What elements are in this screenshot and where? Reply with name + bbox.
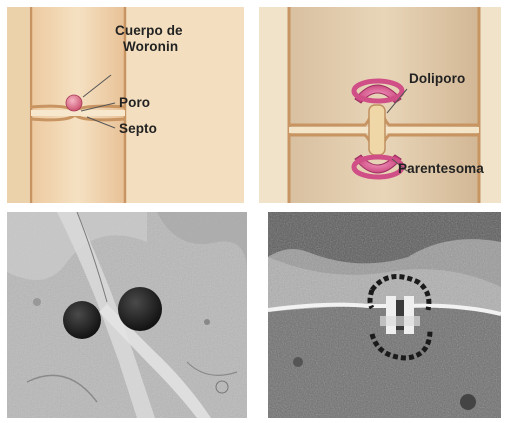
- parentesoma-label: Parentesoma: [398, 161, 484, 176]
- woronin-septum-illustration: Cuerpo de Woronin Poro Septo: [7, 7, 244, 203]
- woronin-label-line1: Cuerpo de: [115, 23, 183, 38]
- dolipore-micrograph-image: [268, 212, 501, 418]
- woronin-label-line2: Woronin: [123, 39, 178, 54]
- doliporo-label: Doliporo: [409, 71, 465, 86]
- septo-label: Septo: [119, 121, 157, 136]
- dolipore-septum-illustration: Doliporo Parentesoma: [259, 7, 501, 203]
- woronin-micrograph: [7, 212, 247, 418]
- woronin-micrograph-image: [7, 212, 247, 418]
- poro-label: Poro: [119, 95, 150, 110]
- dolipore-micrograph: [268, 212, 501, 418]
